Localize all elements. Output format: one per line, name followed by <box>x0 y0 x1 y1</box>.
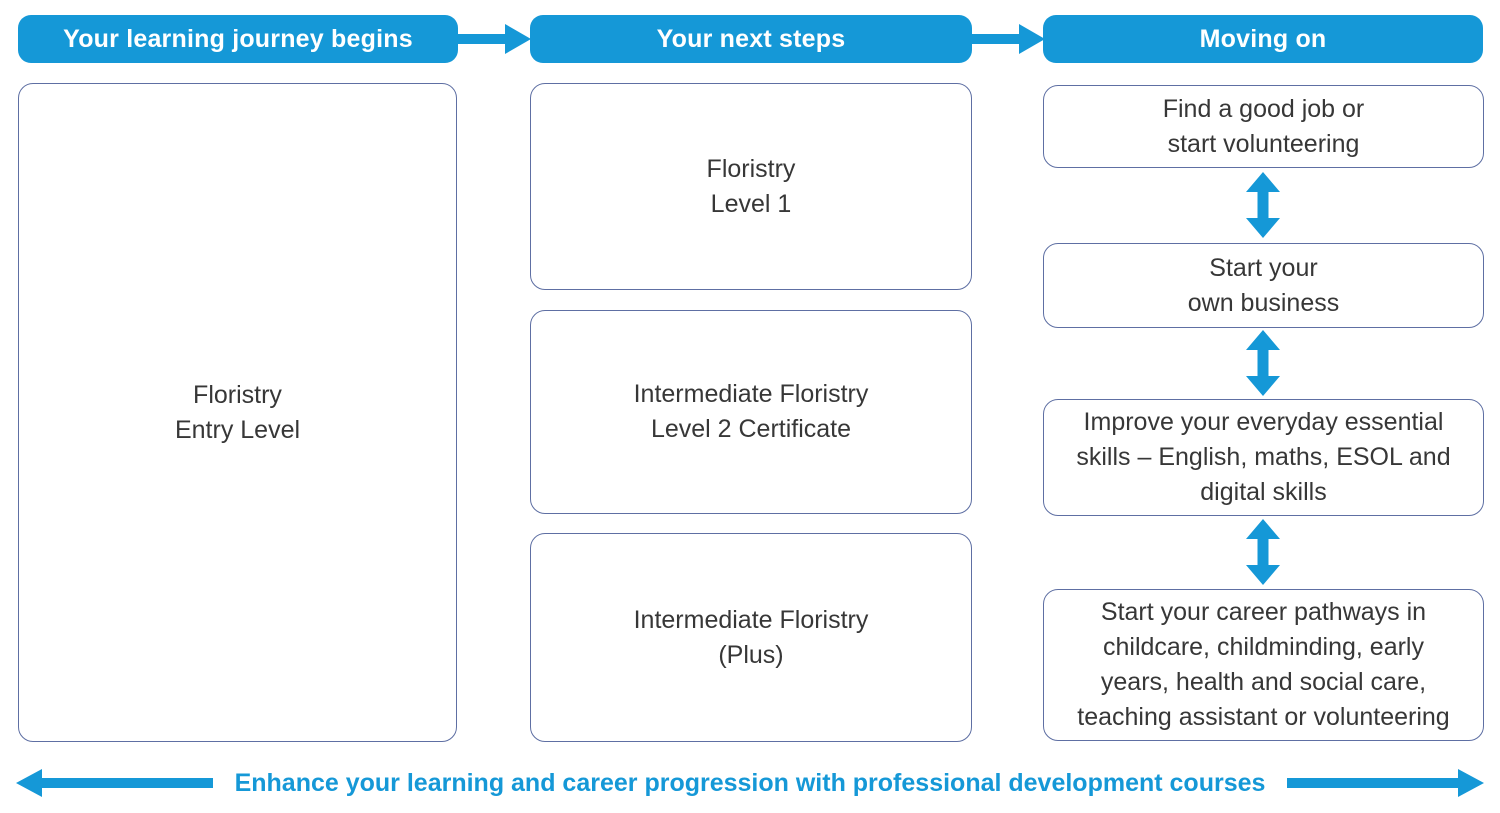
footer-tagline: Enhance your learning and career progres… <box>234 768 1266 797</box>
outcome-box-improve-essential-skills: Improve your everyday essential skills –… <box>1043 399 1484 516</box>
course-box-text: Floristry Level 1 <box>706 154 796 218</box>
arrow-double-vertical-icon <box>1245 519 1281 585</box>
outcome-box-text: Improve your everyday essential skills –… <box>1076 408 1451 506</box>
arrow-right-icon <box>1287 769 1484 797</box>
outcome-box-start-own-business: Start your own business <box>1043 243 1484 328</box>
arrow-left-icon <box>16 769 213 797</box>
header-label: Your learning journey begins <box>63 24 413 53</box>
footer-progression-banner: Enhance your learning and career progres… <box>16 762 1484 804</box>
course-box-intermediate-floristry-plus: Intermediate Floristry (Plus) <box>530 533 972 742</box>
outcome-box-text: Find a good job or start volunteering <box>1162 94 1365 158</box>
course-box-floristry-entry-level: Floristry Entry Level <box>18 83 457 742</box>
course-box-text: Floristry Entry Level <box>174 380 301 444</box>
arrow-double-vertical-icon <box>1245 330 1281 396</box>
arrow-right-icon <box>453 22 531 56</box>
outcome-box-text: Start your own business <box>1187 253 1340 317</box>
outcome-box-career-pathways: Start your career pathways in childcare,… <box>1043 589 1484 741</box>
header-label: Moving on <box>1199 24 1327 53</box>
arrow-double-vertical-icon <box>1245 172 1281 238</box>
header-learning-journey-begins: Your learning journey begins <box>18 15 458 63</box>
header-label: Your next steps <box>656 24 846 53</box>
course-box-intermediate-floristry-level-2: Intermediate Floristry Level 2 Certifica… <box>530 310 972 514</box>
arrow-right-icon <box>967 22 1045 56</box>
header-your-next-steps: Your next steps <box>530 15 972 63</box>
outcome-box-text: Start your career pathways in childcare,… <box>1077 598 1450 731</box>
course-box-floristry-level-1: Floristry Level 1 <box>530 83 972 290</box>
course-box-text: Intermediate Floristry Level 2 Certifica… <box>633 380 869 443</box>
header-moving-on: Moving on <box>1043 15 1483 63</box>
outcome-box-find-a-good-job: Find a good job or start volunteering <box>1043 85 1484 168</box>
course-box-text: Intermediate Floristry (Plus) <box>633 605 869 669</box>
